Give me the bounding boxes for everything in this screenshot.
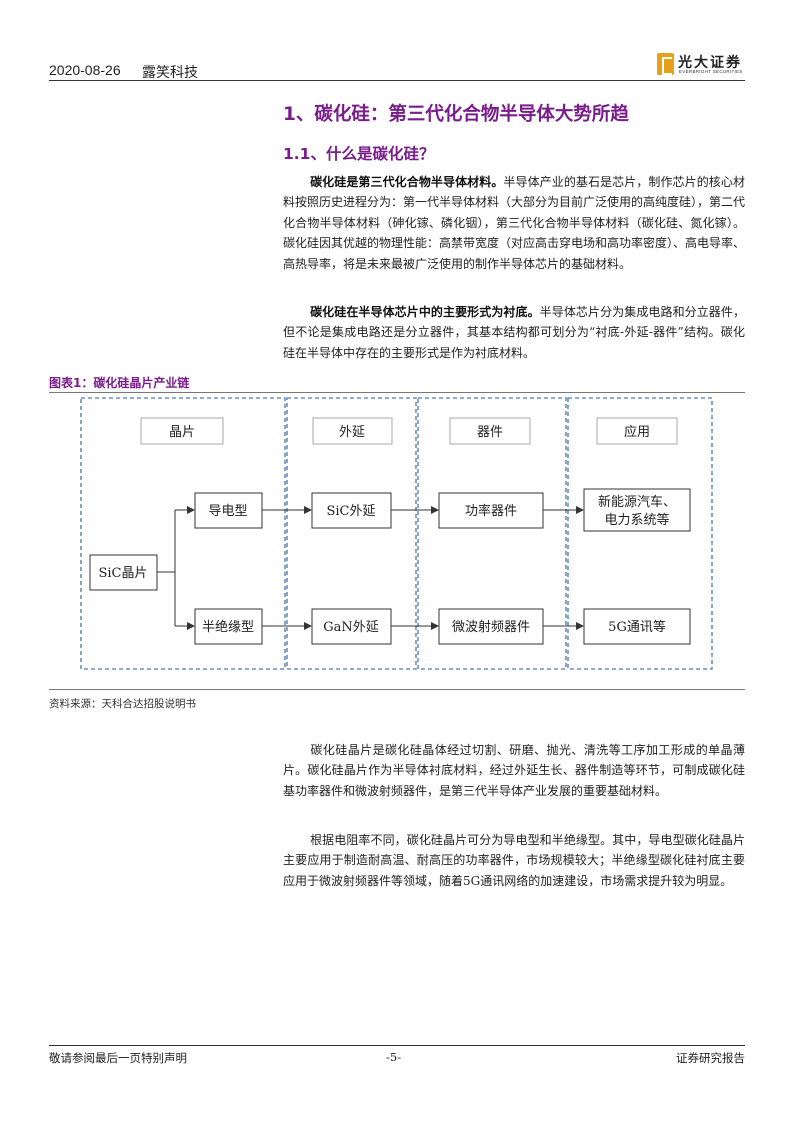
everbright-logo-icon [657,53,674,75]
footer-divider [49,1045,745,1046]
paragraph-body: 碳化硅晶片是碳化硅晶体经过切割、研磨、抛光、清洗等工序加工形成的单晶薄片。碳化硅… [283,743,745,798]
node-box-gan-epitaxy [311,608,392,645]
node-rf-device: 微波射频器件 [452,619,530,635]
column-epitaxy [286,397,417,670]
node-sic-wafer: SiC晶片 [98,566,147,581]
node-ev-power-line1: 新能源汽车、 [598,494,676,510]
column-wafer [80,397,286,670]
node-box-conductive [194,492,263,529]
node-box-5g [583,608,691,645]
paragraph-sic-wafer: 碳化硅晶片是碳化硅晶体经过切割、研磨、抛光、清洗等工序加工形成的单晶薄片。碳化硅… [283,740,745,801]
column-application [567,397,713,670]
node-power-device: 功率器件 [465,503,517,519]
paragraph-sic-substrate: 碳化硅在半导体芯片中的主要形式为衬底。半导体芯片分为集成电路和分立器件，但不论是… [283,302,745,363]
node-box-rf-device [438,608,544,645]
header-label-epitaxy: 外延 [339,425,365,440]
header-box-device [449,417,531,445]
header-divider [49,80,745,81]
footer-disclaimer-note: 敬请参阅最后一页特别声明 [49,1051,187,1065]
node-box-ev-power [583,488,691,532]
section-subtitle: 1.1、什么是碳化硅？ [283,145,435,163]
figure-source: 资料来源：天科合达招股说明书 [49,698,196,710]
paragraph-body: 根据电阻率不同，碳化硅晶片可分为导电型和半绝缘型。其中，导电型碳化硅晶片主要应用… [283,833,745,888]
everbright-logo: 光大证券 EVERBRIGHT SECURITIES [657,51,747,77]
paragraph-body: 半导体芯片分为集成电路和分立器件，但不论是集成电路还是分立器件，其基本结构都可划… [283,305,745,360]
header-box-application [596,417,678,445]
figure-top-rule [49,392,745,393]
header-date: 2020-08-26 [49,62,121,78]
logo-chinese-name: 光大证券 [678,55,742,71]
header-box-wafer [140,417,224,445]
node-sic-epitaxy: SiC外延 [326,504,375,519]
footer-report-type: 证券研究报告 [676,1051,745,1065]
header-company-name: 露笑科技 [142,65,198,81]
header-label-wafer: 晶片 [169,425,195,440]
node-box-sic-epitaxy [311,492,392,529]
node-gan-epitaxy: GaN外延 [323,620,379,635]
header-box-epitaxy [312,417,393,445]
node-box-power-device [438,492,544,529]
page-number: -5- [386,1050,402,1064]
connectors [157,506,584,630]
logo-english-name: EVERBRIGHT SECURITIES [679,69,743,74]
paragraph-sic-definition: 碳化硅是第三代化合物半导体材料。半导体产业的基石是芯片，制作芯片的核心材料按照历… [283,172,745,274]
node-semi-insulating: 半绝缘型 [202,619,254,635]
section-title: 1、碳化硅：第三代化合物半导体大势所趋 [283,104,629,125]
figure-title: 图表1：碳化硅晶片产业链 [49,376,190,390]
node-box-sic-wafer [89,554,158,591]
node-ev-power-line2: 电力系统等 [604,512,669,528]
node-conductive: 导电型 [208,504,247,519]
paragraph-lead: 碳化硅是第三代化合物半导体材料。 [310,175,504,189]
node-5g: 5G通讯等 [608,619,666,635]
node-box-semi-insulating [194,608,263,645]
header-label-device: 器件 [477,425,503,440]
header-label-application: 应用 [624,424,650,440]
paragraph-wafer-types: 根据电阻率不同，碳化硅晶片可分为导电型和半绝缘型。其中，导电型碳化硅晶片主要应用… [283,830,745,891]
column-device [417,397,567,670]
paragraph-body: 半导体产业的基石是芯片，制作芯片的核心材料按照历史进程分为：第一代半导体材料（大… [283,175,746,271]
figure-bottom-rule [49,689,745,690]
paragraph-lead: 碳化硅在半导体芯片中的主要形式为衬底。 [310,305,540,319]
